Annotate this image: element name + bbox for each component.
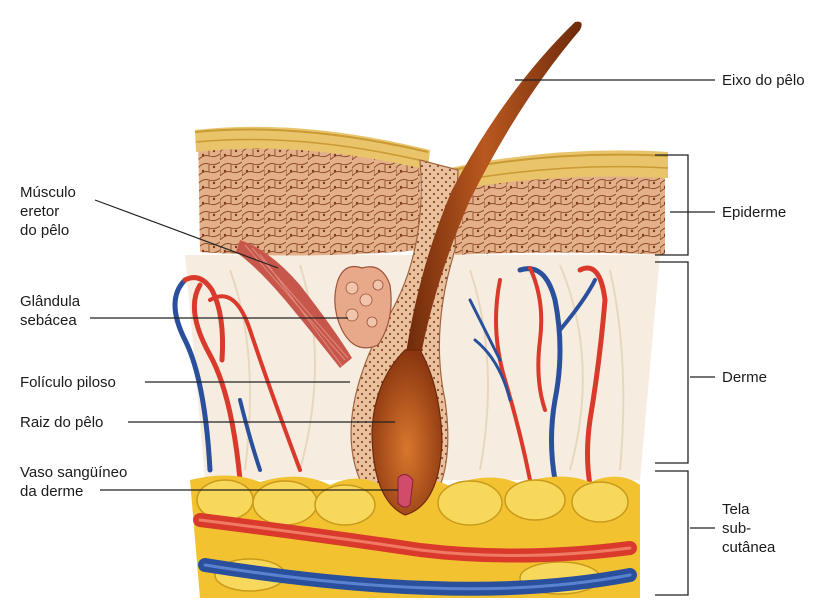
label-raiz-do-pelo: Raiz do pêlo [20, 413, 103, 432]
label-eixo-do-pelo: Eixo do pêlo [722, 71, 805, 90]
label-glandula-sebacea: Glândula sebácea [20, 292, 80, 330]
label-derme: Derme [722, 368, 767, 387]
label-vaso-sanguineo: Vaso sangüíneo da derme [20, 463, 127, 501]
label-epiderme: Epiderme [722, 203, 786, 222]
label-tela-subcutanea: Tela sub- cutânea [722, 500, 775, 557]
label-foliculo-piloso: Folículo piloso [20, 373, 116, 392]
label-musculo-eretor: Músculo eretor do pêlo [20, 183, 76, 240]
